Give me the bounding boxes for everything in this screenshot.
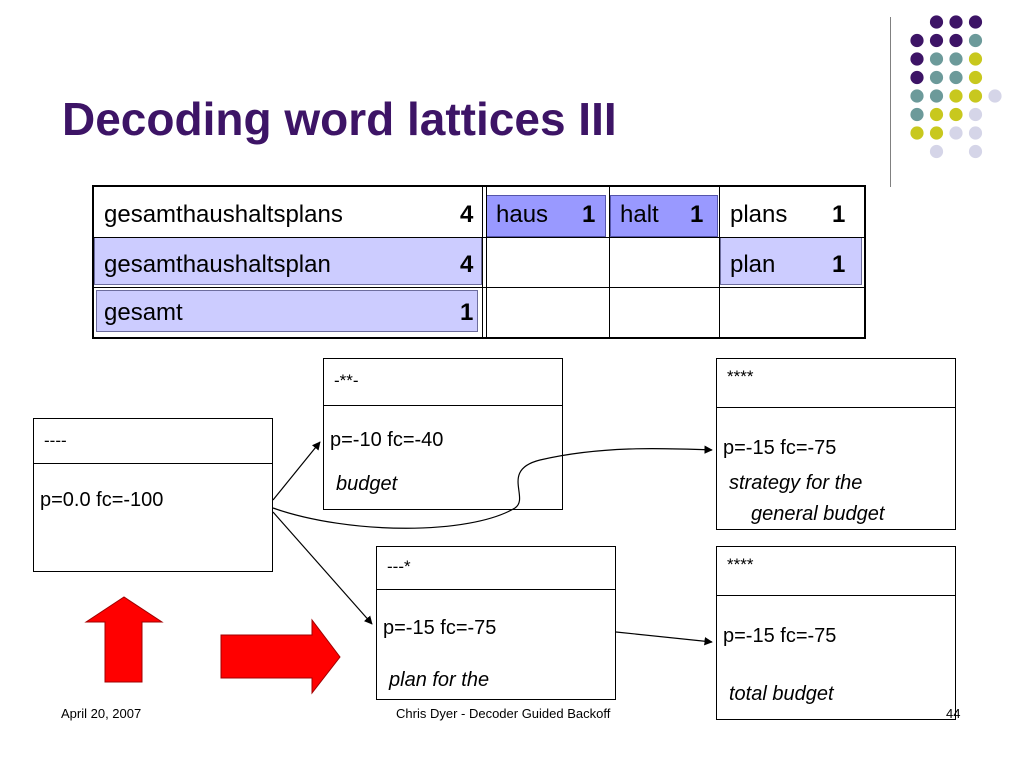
decorative-dot — [949, 70, 963, 85]
lattice-cell-halt: halt 1 — [620, 201, 703, 229]
footer-date: April 20, 2007 — [61, 706, 142, 721]
decorative-dot — [968, 89, 983, 103]
state-coverage-header: ---* — [377, 547, 615, 590]
decorative-dot — [968, 107, 983, 122]
grid-line-h1 — [94, 237, 864, 238]
decorative-dot — [910, 126, 924, 140]
decorative-dot — [929, 89, 944, 103]
decorative-dot — [968, 70, 983, 85]
grid-line-v1 — [482, 187, 483, 337]
decorative-dot — [929, 126, 944, 140]
decorative-dot — [949, 52, 963, 66]
state-phrase: total budget — [729, 683, 834, 705]
lattice-word: gesamthaushaltsplans — [104, 201, 343, 228]
state-coverage: **** — [727, 555, 754, 574]
lattice-word: haus — [496, 201, 549, 228]
decorative-dot — [949, 33, 963, 48]
grid-line-v1b — [486, 187, 487, 337]
state-coverage-header: **** — [717, 547, 955, 596]
lattice-word: plans — [730, 201, 788, 228]
slide-title: Decoding word lattices III — [62, 93, 617, 145]
lattice-count: 1 — [832, 201, 846, 228]
lattice-highlight-haus — [486, 195, 606, 237]
decorative-dot — [968, 126, 983, 140]
lattice-cell-haus: haus 1 — [496, 201, 595, 229]
lattice-count: 4 — [460, 201, 474, 228]
grid-line-v3 — [719, 187, 720, 337]
decorative-dot-grid — [910, 15, 1002, 159]
decorative-dot — [910, 52, 924, 66]
state-score: p=0.0 fc=-100 — [40, 489, 164, 511]
lattice-cell-gesamthaushaltsplans: gesamthaushaltsplans 4 — [104, 201, 473, 229]
lattice-count: 1 — [690, 201, 704, 228]
state-phrase: budget — [336, 473, 398, 495]
lattice-word: gesamt — [104, 299, 183, 326]
state-coverage-header: -**- — [324, 359, 562, 406]
arrow-initial-to-budget — [272, 441, 321, 501]
state-phrase-line2: general budget — [751, 503, 885, 525]
state-box-total-budget: **** p=-15 fc=-75 total budget — [716, 546, 956, 720]
decorative-dot — [968, 15, 983, 29]
lattice-count: 1 — [460, 299, 474, 326]
state-score: p=-15 fc=-75 — [723, 625, 837, 647]
decorative-dot — [929, 144, 944, 159]
decorative-dot — [949, 15, 963, 29]
state-coverage-header: **** — [717, 359, 955, 408]
grid-line-h2 — [94, 287, 864, 288]
decorative-dot — [929, 33, 944, 48]
state-coverage: -**- — [334, 371, 359, 390]
state-coverage: ---- — [44, 431, 67, 450]
state-coverage: **** — [727, 367, 754, 386]
lattice-count: 1 — [582, 201, 596, 228]
state-score: p=-15 fc=-75 — [723, 437, 837, 459]
decorative-dot — [988, 89, 1002, 103]
decorative-dot — [910, 89, 924, 103]
decorative-dot — [929, 52, 944, 66]
title-divider-line — [890, 17, 891, 187]
state-box-strategy: **** p=-15 fc=-75 strategy for the gener… — [716, 358, 956, 530]
decorative-dot — [949, 126, 963, 140]
lattice-highlight-halt — [610, 195, 718, 237]
state-box-plan: ---* p=-15 fc=-75 plan for the — [376, 546, 616, 700]
lattice-highlight-row3 — [96, 290, 478, 332]
lattice-cell-plan: plan 1 — [730, 251, 845, 279]
decorative-dot — [910, 33, 924, 48]
state-score: p=-15 fc=-75 — [383, 617, 497, 639]
decorative-dot — [910, 70, 924, 85]
decorative-dot — [929, 107, 944, 122]
state-phrase: strategy for the — [729, 472, 863, 494]
lattice-highlight-row2 — [94, 237, 482, 285]
state-coverage: ---* — [387, 557, 411, 576]
arrow-plan-to-total — [615, 631, 713, 646]
footer-center: Chris Dyer - Decoder Guided Backoff — [396, 706, 611, 721]
state-box-budget: -**- p=-10 fc=-40 budget — [323, 358, 563, 510]
lattice-word: gesamthaushaltsplan — [104, 251, 331, 278]
state-phrase: plan for the — [389, 669, 490, 691]
lattice-cell-gesamthaushaltsplan: gesamthaushaltsplan 4 — [104, 251, 473, 279]
lattice-count: 1 — [832, 251, 846, 278]
lattice-word: plan — [730, 251, 776, 278]
decorative-dot — [968, 144, 983, 159]
decorative-dot — [968, 52, 983, 66]
lattice-word: halt — [620, 201, 659, 228]
decorative-dot — [949, 107, 963, 122]
decorative-dot — [929, 70, 944, 85]
red-up-arrow-icon — [84, 596, 164, 683]
decorative-dot — [929, 15, 944, 29]
lattice-cell-plans: plans 1 — [730, 201, 845, 229]
decorative-dot — [910, 107, 924, 122]
word-lattice-table: gesamthaushaltsplans 4 haus 1 halt 1 pla… — [92, 185, 866, 339]
arrow-initial-to-plan — [272, 511, 373, 625]
red-right-arrow-icon — [220, 618, 341, 695]
state-box-initial: ---- p=0.0 fc=-100 — [33, 418, 273, 572]
decorative-dot — [949, 89, 963, 103]
decorative-dot — [968, 33, 983, 48]
footer-page-number: 44 — [946, 706, 961, 721]
lattice-count: 4 — [460, 251, 474, 278]
grid-line-v2 — [609, 187, 610, 337]
state-coverage-header: ---- — [34, 419, 272, 464]
lattice-cell-gesamt: gesamt 1 — [104, 299, 473, 327]
state-score: p=-10 fc=-40 — [330, 429, 444, 451]
